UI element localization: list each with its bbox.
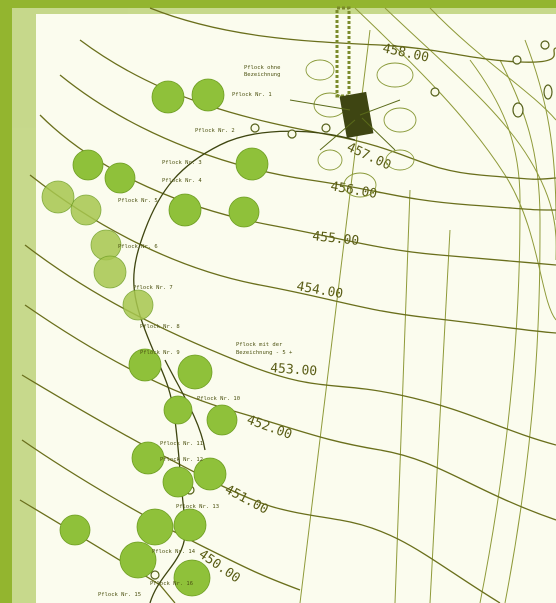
stake-label: Pflock Nr. 2: [195, 128, 235, 134]
contour-line: [24, 244, 556, 446]
tree: [93, 255, 127, 289]
tree: [206, 404, 238, 436]
stake-label: Pflock Nr. 13: [176, 504, 219, 510]
tree: [59, 514, 91, 546]
stake-label: Pflock Nr. 6: [118, 244, 158, 250]
stake-annotations: Pflock ohne Bezeichnung Pflock Nr. 1 Pfl…: [98, 65, 293, 598]
contour-line: [24, 304, 556, 521]
plan-paper: [12, 8, 556, 603]
tree: [41, 180, 75, 214]
survey-peg-marker: [512, 55, 522, 65]
stake-label: Pflock Nr. 12: [160, 457, 203, 463]
stake-label: Pflock Nr. 4: [162, 178, 202, 184]
contour-line: [149, 7, 556, 63]
stake-label: Bezeichnung: [244, 72, 280, 78]
survey-peg-marker: [321, 123, 331, 133]
stake-label: Pflock Nr. 3: [162, 160, 202, 166]
survey-peg-marker: [540, 40, 550, 50]
survey-peg-marker: [250, 123, 260, 133]
tree: [177, 354, 213, 390]
tree: [151, 80, 185, 114]
stake-label: Pflock mit der: [236, 342, 283, 348]
stake-label: Pflock Nr. 9: [140, 350, 180, 356]
tree: [193, 457, 227, 491]
stake-label: Pflock Nr. 10: [197, 396, 240, 402]
tree: [168, 193, 202, 227]
contour-label: 453.00: [270, 361, 318, 379]
contour-line: [29, 174, 556, 334]
tree: [128, 348, 162, 382]
tree: [72, 149, 104, 181]
survey-peg-marker: [287, 129, 297, 139]
paper-corner-vignette: [12, 8, 556, 603]
stake-label: Pflock Nr. 7: [133, 285, 173, 291]
stake-label: Pflock ohne: [244, 65, 280, 71]
tree: [228, 196, 260, 228]
stake-label: Pflock Nr. 16: [150, 581, 193, 587]
stake-label: Pflock Nr. 11: [160, 441, 203, 447]
contour-line: [19, 499, 176, 603]
tree: [235, 147, 269, 181]
tree: [70, 194, 102, 226]
tree: [136, 508, 174, 546]
survey-peg-marker: [150, 570, 160, 580]
stake-label: Pflock Nr. 15: [98, 592, 141, 598]
stake-label: Pflock Nr. 5: [118, 198, 158, 204]
tree: [119, 541, 157, 579]
stake-label: Pflock Nr. 8: [140, 324, 180, 330]
tree: [162, 466, 194, 498]
tree: [131, 441, 165, 475]
contour-line: [21, 374, 501, 603]
tree: [191, 78, 225, 112]
survey-peg-marker: [512, 102, 524, 118]
building: [289, 6, 401, 151]
tree: [122, 289, 154, 321]
survey-peg-marker: [430, 87, 440, 97]
tree: [104, 162, 136, 194]
tree-cluster: [41, 78, 269, 597]
outlined-trees: [305, 59, 417, 198]
tree: [163, 395, 193, 425]
stake-label: Bezeichnung - 5 +: [236, 350, 293, 356]
tree: [90, 229, 122, 261]
tree: [173, 508, 207, 542]
contour-line: [59, 74, 556, 211]
stake-label: Pflock Nr. 14: [152, 549, 196, 555]
survey-peg-marker: [543, 84, 553, 100]
stake-label: Pflock Nr. 1: [232, 92, 272, 98]
contour-label: 455.00: [312, 229, 360, 249]
tree: [173, 559, 211, 597]
